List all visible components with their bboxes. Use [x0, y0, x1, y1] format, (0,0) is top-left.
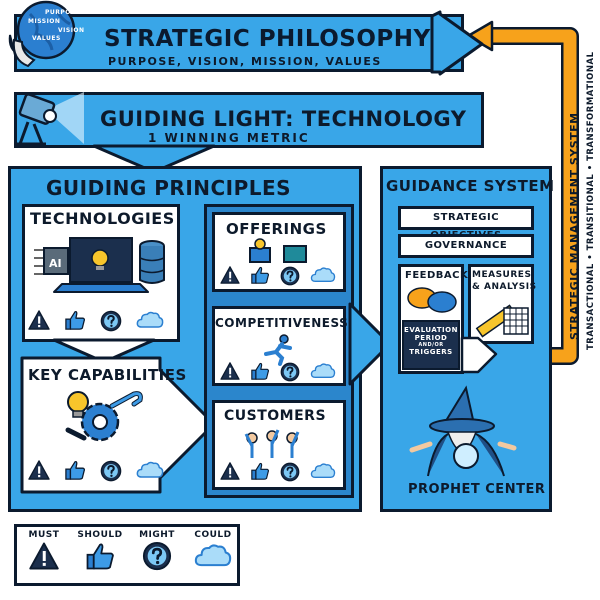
key-capabilities-title: KEY CAPABILITIES [28, 366, 187, 384]
question-icon [100, 310, 122, 332]
evaluation-box: EVALUATION PERIOD AND/OR TRIGGERS [402, 320, 460, 370]
question-icon [142, 541, 172, 571]
customers-icon-row [220, 462, 336, 482]
warning-icon [28, 460, 50, 480]
guiding-light-banner [14, 92, 484, 148]
ai-chip-label: AI [49, 257, 62, 270]
thumbs-up-icon [250, 462, 270, 480]
legend-label: COULD [194, 530, 232, 540]
legend-item-might: MIGHT [134, 530, 180, 575]
cloud-icon [136, 310, 164, 329]
thumbs-up-icon [250, 362, 270, 380]
gears-bulb-icon [60, 386, 150, 446]
technologies-icon-row [28, 310, 164, 332]
legend-row: MUST SHOULD MIGHT COULD [22, 530, 236, 575]
guidance-system-title: GUIDANCE SYSTEM [386, 177, 555, 195]
modes-label: TRANSACTIONAL • TRANSITIONAL • TRANSFORM… [586, 51, 596, 351]
strategic-philosophy-banner [14, 14, 464, 72]
offerings-icon-row [220, 266, 336, 286]
key-capabilities-icon-row [28, 460, 164, 482]
evaluation-line1: EVALUATION [404, 326, 458, 334]
globe-label-purpose: PURPOSE [45, 9, 81, 16]
cloud-icon [310, 362, 336, 379]
cloud-icon [310, 462, 336, 479]
strategic-philosophy-subtitle: PURPOSE, VISION, MISSION, VALUES [108, 55, 382, 68]
ruler-calendar-icon [472, 296, 532, 340]
globe-label-mission: MISSION [28, 18, 61, 25]
question-icon [100, 460, 122, 482]
cloud-icon [136, 460, 164, 479]
tech-to-capabilities-arrow [52, 338, 156, 364]
boxes-icon [244, 238, 314, 266]
runner-icon [252, 334, 302, 366]
question-icon [280, 266, 300, 286]
cheering-people-icon [238, 426, 308, 462]
legend-item-should: SHOULD [76, 530, 124, 575]
prophet-center-label: PROPHET CENTER [408, 482, 546, 497]
measures-line2: & ANALYSIS [472, 282, 537, 292]
warning-icon [28, 310, 50, 330]
question-icon [280, 462, 300, 482]
legend-item-could: COULD [190, 530, 236, 575]
competitiveness-title: COMPETITIVENESS [215, 316, 349, 330]
legend-label: SHOULD [77, 530, 123, 540]
guiding-light-title: GUIDING LIGHT: TECHNOLOGY [100, 107, 467, 131]
thumbs-up-icon [250, 266, 270, 284]
guiding-light-subtitle: 1 WINNING METRIC [148, 131, 310, 145]
principles-to-guidance-arrow [348, 302, 392, 386]
strategic-management-system-label: STRATEGIC MANAGEMENT SYSTEM [568, 112, 581, 340]
legend-label: MUST [28, 530, 60, 540]
globe-icon [0, 0, 90, 70]
warning-icon [220, 362, 240, 380]
evaluation-line3: AND/OR [418, 342, 444, 348]
offerings-title: OFFERINGS [226, 220, 327, 238]
governance-box: GOVERNANCE [398, 234, 534, 258]
thumbs-up-icon [85, 542, 115, 570]
strategic-objectives-box: STRATEGIC OBJECTIVES [398, 206, 534, 241]
technologies-title: TECHNOLOGIES [30, 209, 175, 228]
guiding-principles-title: GUIDING PRINCIPLES [46, 176, 292, 200]
banner-arrow-tip [430, 10, 484, 76]
legend-label: MIGHT [139, 530, 175, 540]
strategic-philosophy-title: STRATEGIC PHILOSOPHY [104, 26, 431, 52]
measures-line1: MEASURES [472, 270, 532, 280]
thumbs-up-icon [64, 460, 86, 480]
customers-title: CUSTOMERS [224, 408, 327, 424]
evaluation-line4: TRIGGERS [409, 348, 453, 356]
warning-icon [220, 462, 240, 480]
cloud-icon [194, 542, 232, 568]
spotlight-icon [6, 82, 86, 152]
evaluation-to-loop-arrow [460, 336, 498, 374]
globe-label-values: VALUES [32, 35, 61, 42]
evaluation-line2: PERIOD [414, 334, 448, 342]
question-icon [280, 362, 300, 382]
speech-bubbles-icon [404, 286, 460, 316]
cloud-icon [310, 266, 336, 283]
laptop-icon: AI [30, 232, 175, 302]
warning-icon [29, 542, 59, 570]
globe-label-vision: VISION [58, 27, 85, 34]
warning-icon [220, 266, 240, 284]
thumbs-up-icon [64, 310, 86, 330]
legend-item-must: MUST [22, 530, 66, 575]
guiding-light-down-arrow [92, 144, 216, 174]
competitiveness-icon-row [220, 362, 336, 382]
feedback-title: FEEDBACK [405, 270, 469, 281]
wizard-icon [404, 385, 528, 480]
